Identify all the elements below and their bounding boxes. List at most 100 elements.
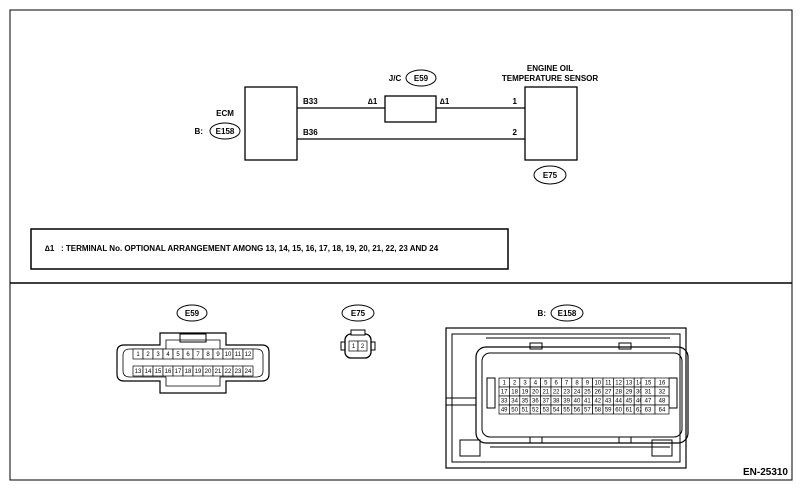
e59-connector-body [116, 332, 270, 394]
sensor-connector-id: E75 [543, 171, 558, 180]
svg-text:15: 15 [645, 381, 652, 387]
svg-text:7: 7 [196, 352, 200, 358]
svg-text:40: 40 [574, 399, 581, 405]
svg-text:3: 3 [156, 352, 160, 358]
ecm-prefix: B: [195, 127, 203, 136]
e75-label: E75 [351, 309, 366, 318]
e158-pin-36: 36 [529, 395, 541, 406]
e75-connector-body [340, 329, 376, 359]
e59-pin-1: 1 [132, 348, 144, 360]
doc-code: EN-25310 [743, 467, 788, 478]
e158-pin-43: 43 [602, 395, 614, 406]
svg-text:58: 58 [594, 408, 601, 414]
svg-text:8: 8 [575, 381, 579, 387]
e158-pin-12: 12 [613, 377, 625, 388]
svg-text:56: 56 [574, 408, 581, 414]
e59-pin-6: 6 [182, 348, 194, 360]
e158-pin-42: 42 [592, 395, 604, 406]
e59-pin-2: 2 [142, 348, 154, 360]
svg-text:9: 9 [216, 352, 220, 358]
e158-pin-29: 29 [623, 386, 635, 397]
svg-text:34: 34 [511, 399, 518, 405]
e158-pin-57: 57 [581, 404, 593, 415]
svg-text:47: 47 [645, 399, 652, 405]
e59-pin-14: 14 [142, 365, 154, 377]
e59-oval [176, 304, 208, 322]
svg-text:18: 18 [511, 390, 518, 396]
e158-pin-20: 20 [529, 386, 541, 397]
svg-text:14: 14 [145, 369, 152, 375]
e158-pin-2: 2 [509, 377, 521, 388]
svg-text:59: 59 [605, 408, 612, 414]
e158-pin-48: 48 [654, 395, 670, 406]
svg-text:39: 39 [563, 399, 570, 405]
svg-text:18: 18 [185, 369, 192, 375]
e158-pin-51: 51 [519, 404, 531, 415]
svg-text:32: 32 [659, 390, 666, 396]
e59-pin-24: 24 [242, 365, 254, 377]
e158-pin-26: 26 [592, 386, 604, 397]
e158-pin-34: 34 [509, 395, 521, 406]
note-box [30, 228, 509, 270]
svg-text:27: 27 [605, 390, 612, 396]
e158-pin-45: 45 [623, 395, 635, 406]
e158-pin-5: 5 [540, 377, 552, 388]
e158-pin-60: 60 [613, 404, 625, 415]
e158-connector-body [445, 327, 689, 469]
svg-text:13: 13 [135, 369, 142, 375]
e158-pin-4: 4 [529, 377, 541, 388]
svg-text:61: 61 [626, 408, 633, 414]
ecm-connector-id: E158 [216, 127, 235, 136]
e158-pin-52: 52 [529, 404, 541, 415]
e158-pin-56: 56 [571, 404, 583, 415]
sensor-pin-2: 2 [513, 128, 518, 137]
svg-text:17: 17 [175, 369, 182, 375]
e59-pin-16: 16 [162, 365, 174, 377]
svg-text:33: 33 [501, 399, 508, 405]
e59-pin-20: 20 [202, 365, 214, 377]
svg-text:51: 51 [522, 408, 529, 414]
e59-pin-15: 15 [152, 365, 164, 377]
svg-text:21: 21 [215, 369, 222, 375]
svg-text:10: 10 [225, 352, 232, 358]
e158-pin-25: 25 [581, 386, 593, 397]
svg-text:29: 29 [626, 390, 633, 396]
svg-text:12: 12 [615, 381, 622, 387]
e158-pin-17: 17 [498, 386, 510, 397]
svg-text:53: 53 [542, 408, 549, 414]
svg-text:2: 2 [361, 344, 365, 350]
e59-pin-7: 7 [192, 348, 204, 360]
svg-text:48: 48 [659, 399, 666, 405]
note-mark: ∆1 [45, 244, 55, 253]
e158-pin-31: 31 [640, 386, 656, 397]
svg-text:22: 22 [553, 390, 560, 396]
svg-text:17: 17 [501, 390, 508, 396]
e158-pin-50: 50 [509, 404, 521, 415]
e59-pin-5: 5 [172, 348, 184, 360]
svg-text:62: 62 [636, 408, 643, 414]
svg-text:9: 9 [586, 381, 590, 387]
svg-text:1: 1 [503, 381, 507, 387]
svg-text:55: 55 [563, 408, 570, 414]
e158-pin-47: 47 [640, 395, 656, 406]
svg-text:26: 26 [594, 390, 601, 396]
e158-pin-19: 19 [519, 386, 531, 397]
e158-oval [550, 304, 584, 322]
ecm-block [244, 86, 298, 161]
svg-text:25: 25 [584, 390, 591, 396]
svg-text:23: 23 [563, 390, 570, 396]
svg-text:50: 50 [511, 408, 518, 414]
e158-pin-64: 64 [654, 404, 670, 415]
sensor-connector-oval [533, 165, 567, 185]
e75-pin-2: 2 [357, 340, 368, 352]
ecm-pin-b33: B33 [303, 97, 318, 106]
svg-text:54: 54 [553, 408, 560, 414]
e158-pin-41: 41 [581, 395, 593, 406]
sensor-pin-1: 1 [513, 97, 518, 106]
svg-text:2: 2 [146, 352, 150, 358]
e158-pin-22: 22 [550, 386, 562, 397]
e158-pin-39: 39 [561, 395, 573, 406]
e59-pin-18: 18 [182, 365, 194, 377]
e75-oval [341, 304, 375, 322]
ecm-label: ECM [216, 109, 234, 118]
